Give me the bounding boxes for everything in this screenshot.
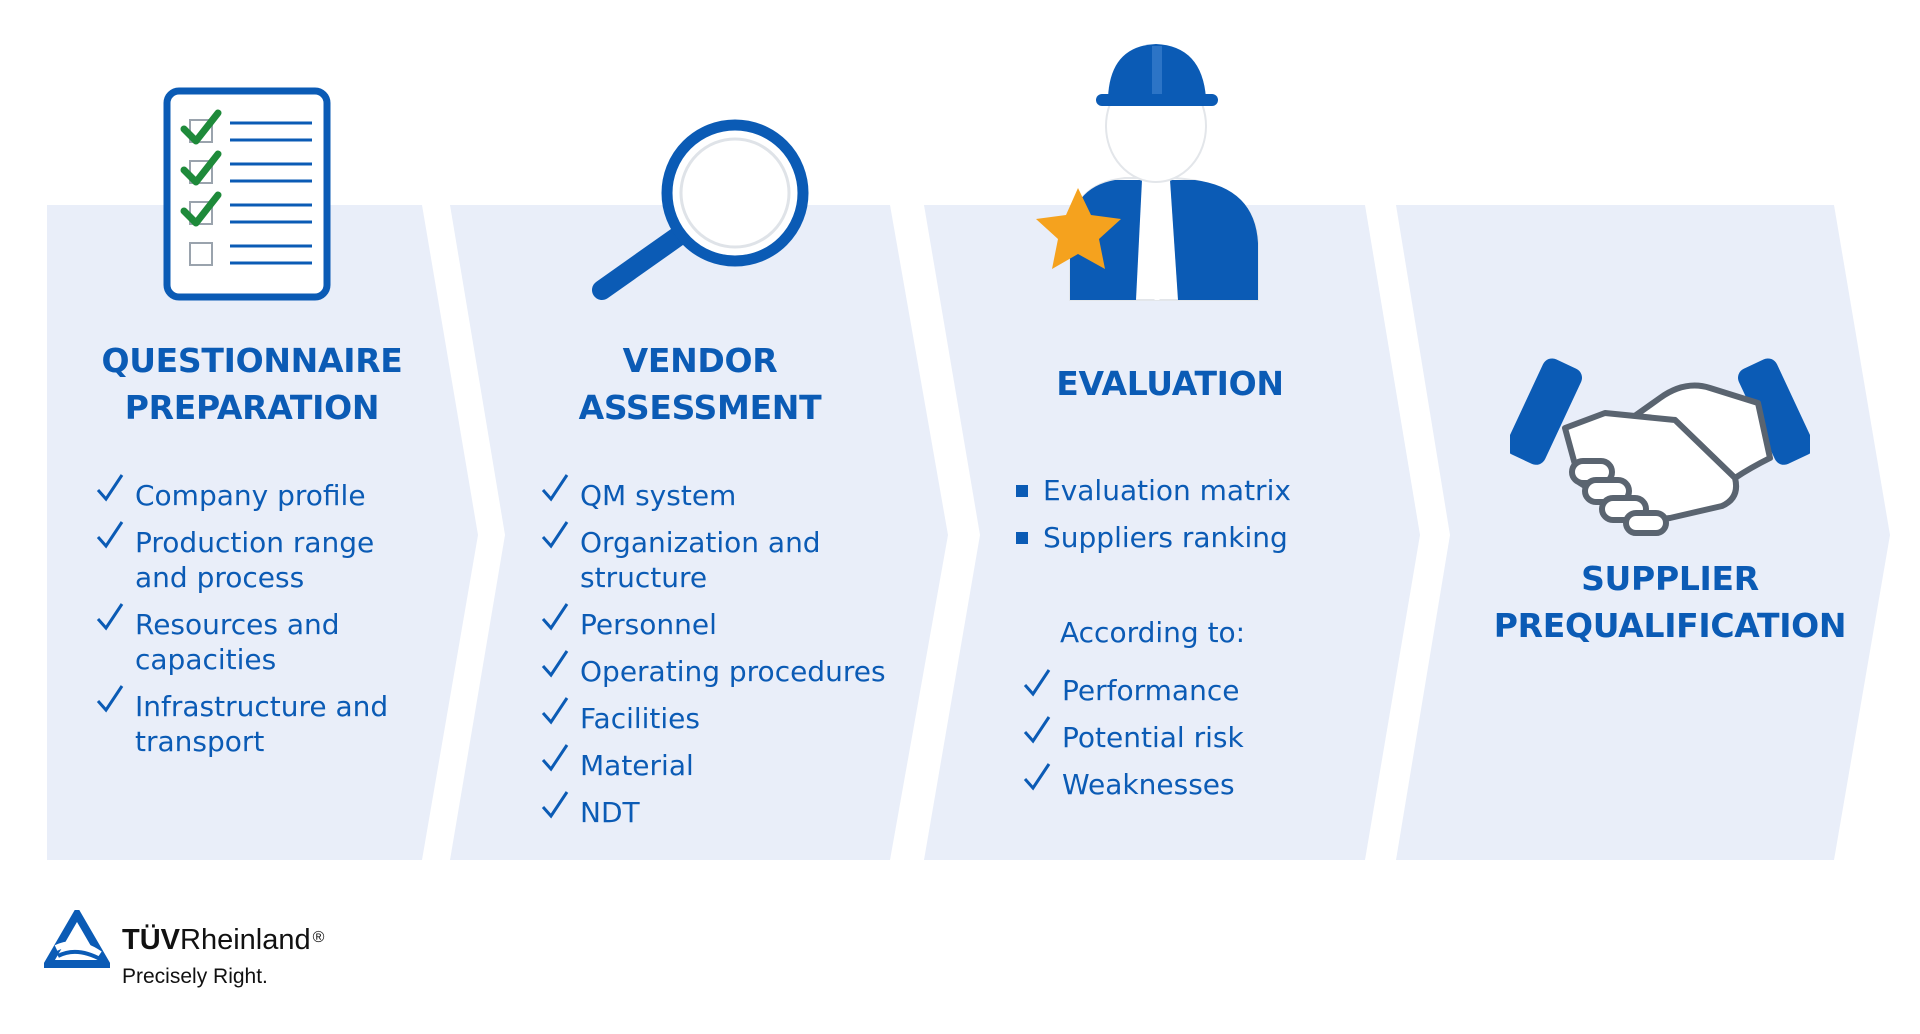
checkmark-icon — [541, 521, 569, 549]
panel-questionnaire — [47, 205, 478, 860]
checkmark-icon — [96, 521, 124, 549]
checkmark-icon — [541, 744, 569, 772]
list-item: Potential risk — [1022, 716, 1342, 755]
list-item: Organization and structure — [540, 521, 910, 595]
according-to-label: According to: — [1060, 616, 1246, 649]
worker-icon — [1036, 44, 1259, 301]
list-item: Infrastructure and transport — [95, 685, 425, 759]
title-line-2: PREQUALIFICATION — [1493, 606, 1847, 645]
title-line-1: VENDOR — [622, 341, 778, 380]
magnifier-icon — [592, 119, 809, 300]
list-item: Resources and capacities — [95, 603, 425, 677]
registered-mark: ® — [312, 929, 325, 946]
list-item: Facilities — [540, 697, 910, 736]
title-questionnaire-preparation: QUESTIONNAIRE PREPARATION — [62, 337, 442, 431]
checkmark-icon — [1023, 716, 1051, 744]
checkmark-icon — [96, 474, 124, 502]
list-item: Company profile — [95, 474, 425, 513]
checkmark-icon — [541, 791, 569, 819]
evaluation-criteria: Performance Potential risk Weaknesses — [1022, 669, 1342, 814]
checklist-icon — [163, 87, 331, 301]
vendor-assessment-items: QM system Organization and structure Per… — [540, 474, 910, 842]
checkmark-icon — [96, 685, 124, 713]
list-item: Performance — [1022, 669, 1342, 708]
square-bullet-icon — [1016, 485, 1028, 497]
panel-evaluation — [924, 205, 1420, 860]
checkmark-icon — [541, 474, 569, 502]
questionnaire-items: Company profile Production range and pro… — [95, 474, 425, 771]
title-line-2: ASSESSMENT — [578, 388, 822, 427]
list-item: QM system — [540, 474, 910, 513]
checkmark-icon — [1023, 763, 1051, 791]
list-item: Evaluation matrix — [1010, 473, 1350, 508]
brand-name-rest: Rheinland — [180, 924, 311, 956]
title-evaluation: EVALUATION — [990, 360, 1350, 407]
list-item: Suppliers ranking — [1010, 520, 1350, 555]
list-item: Production range and process — [95, 521, 425, 595]
checkmark-icon — [541, 603, 569, 631]
tuv-triangle-icon — [44, 910, 110, 968]
title-line-1: SUPPLIER — [1581, 559, 1759, 598]
checkmark-icon — [541, 697, 569, 725]
checkmark-icon — [1023, 669, 1051, 697]
checkmark-icon — [96, 603, 124, 631]
evaluation-bullets: Evaluation matrix Suppliers ranking — [1010, 473, 1350, 567]
brand-name-bold: TÜV — [122, 924, 180, 956]
list-item: NDT — [540, 791, 910, 830]
list-item: Weaknesses — [1022, 763, 1342, 802]
list-item: Personnel — [540, 603, 910, 642]
title-line-1: QUESTIONNAIRE — [101, 341, 403, 380]
panel-vendor — [450, 205, 948, 860]
title-line-2: PREPARATION — [124, 388, 380, 427]
list-item: Material — [540, 744, 910, 783]
checkmark-icon — [541, 650, 569, 678]
list-item: Operating procedures — [540, 650, 910, 689]
title-vendor-assessment: VENDOR ASSESSMENT — [520, 337, 880, 431]
title-supplier-prequalification: SUPPLIER PREQUALIFICATION — [1460, 555, 1880, 649]
square-bullet-icon — [1016, 532, 1028, 544]
brand-name: TÜVRheinland® — [122, 924, 324, 956]
title-line-1: EVALUATION — [1056, 364, 1284, 403]
handshake-icon — [1510, 358, 1810, 536]
brand-tagline: Precisely Right. — [122, 965, 268, 988]
